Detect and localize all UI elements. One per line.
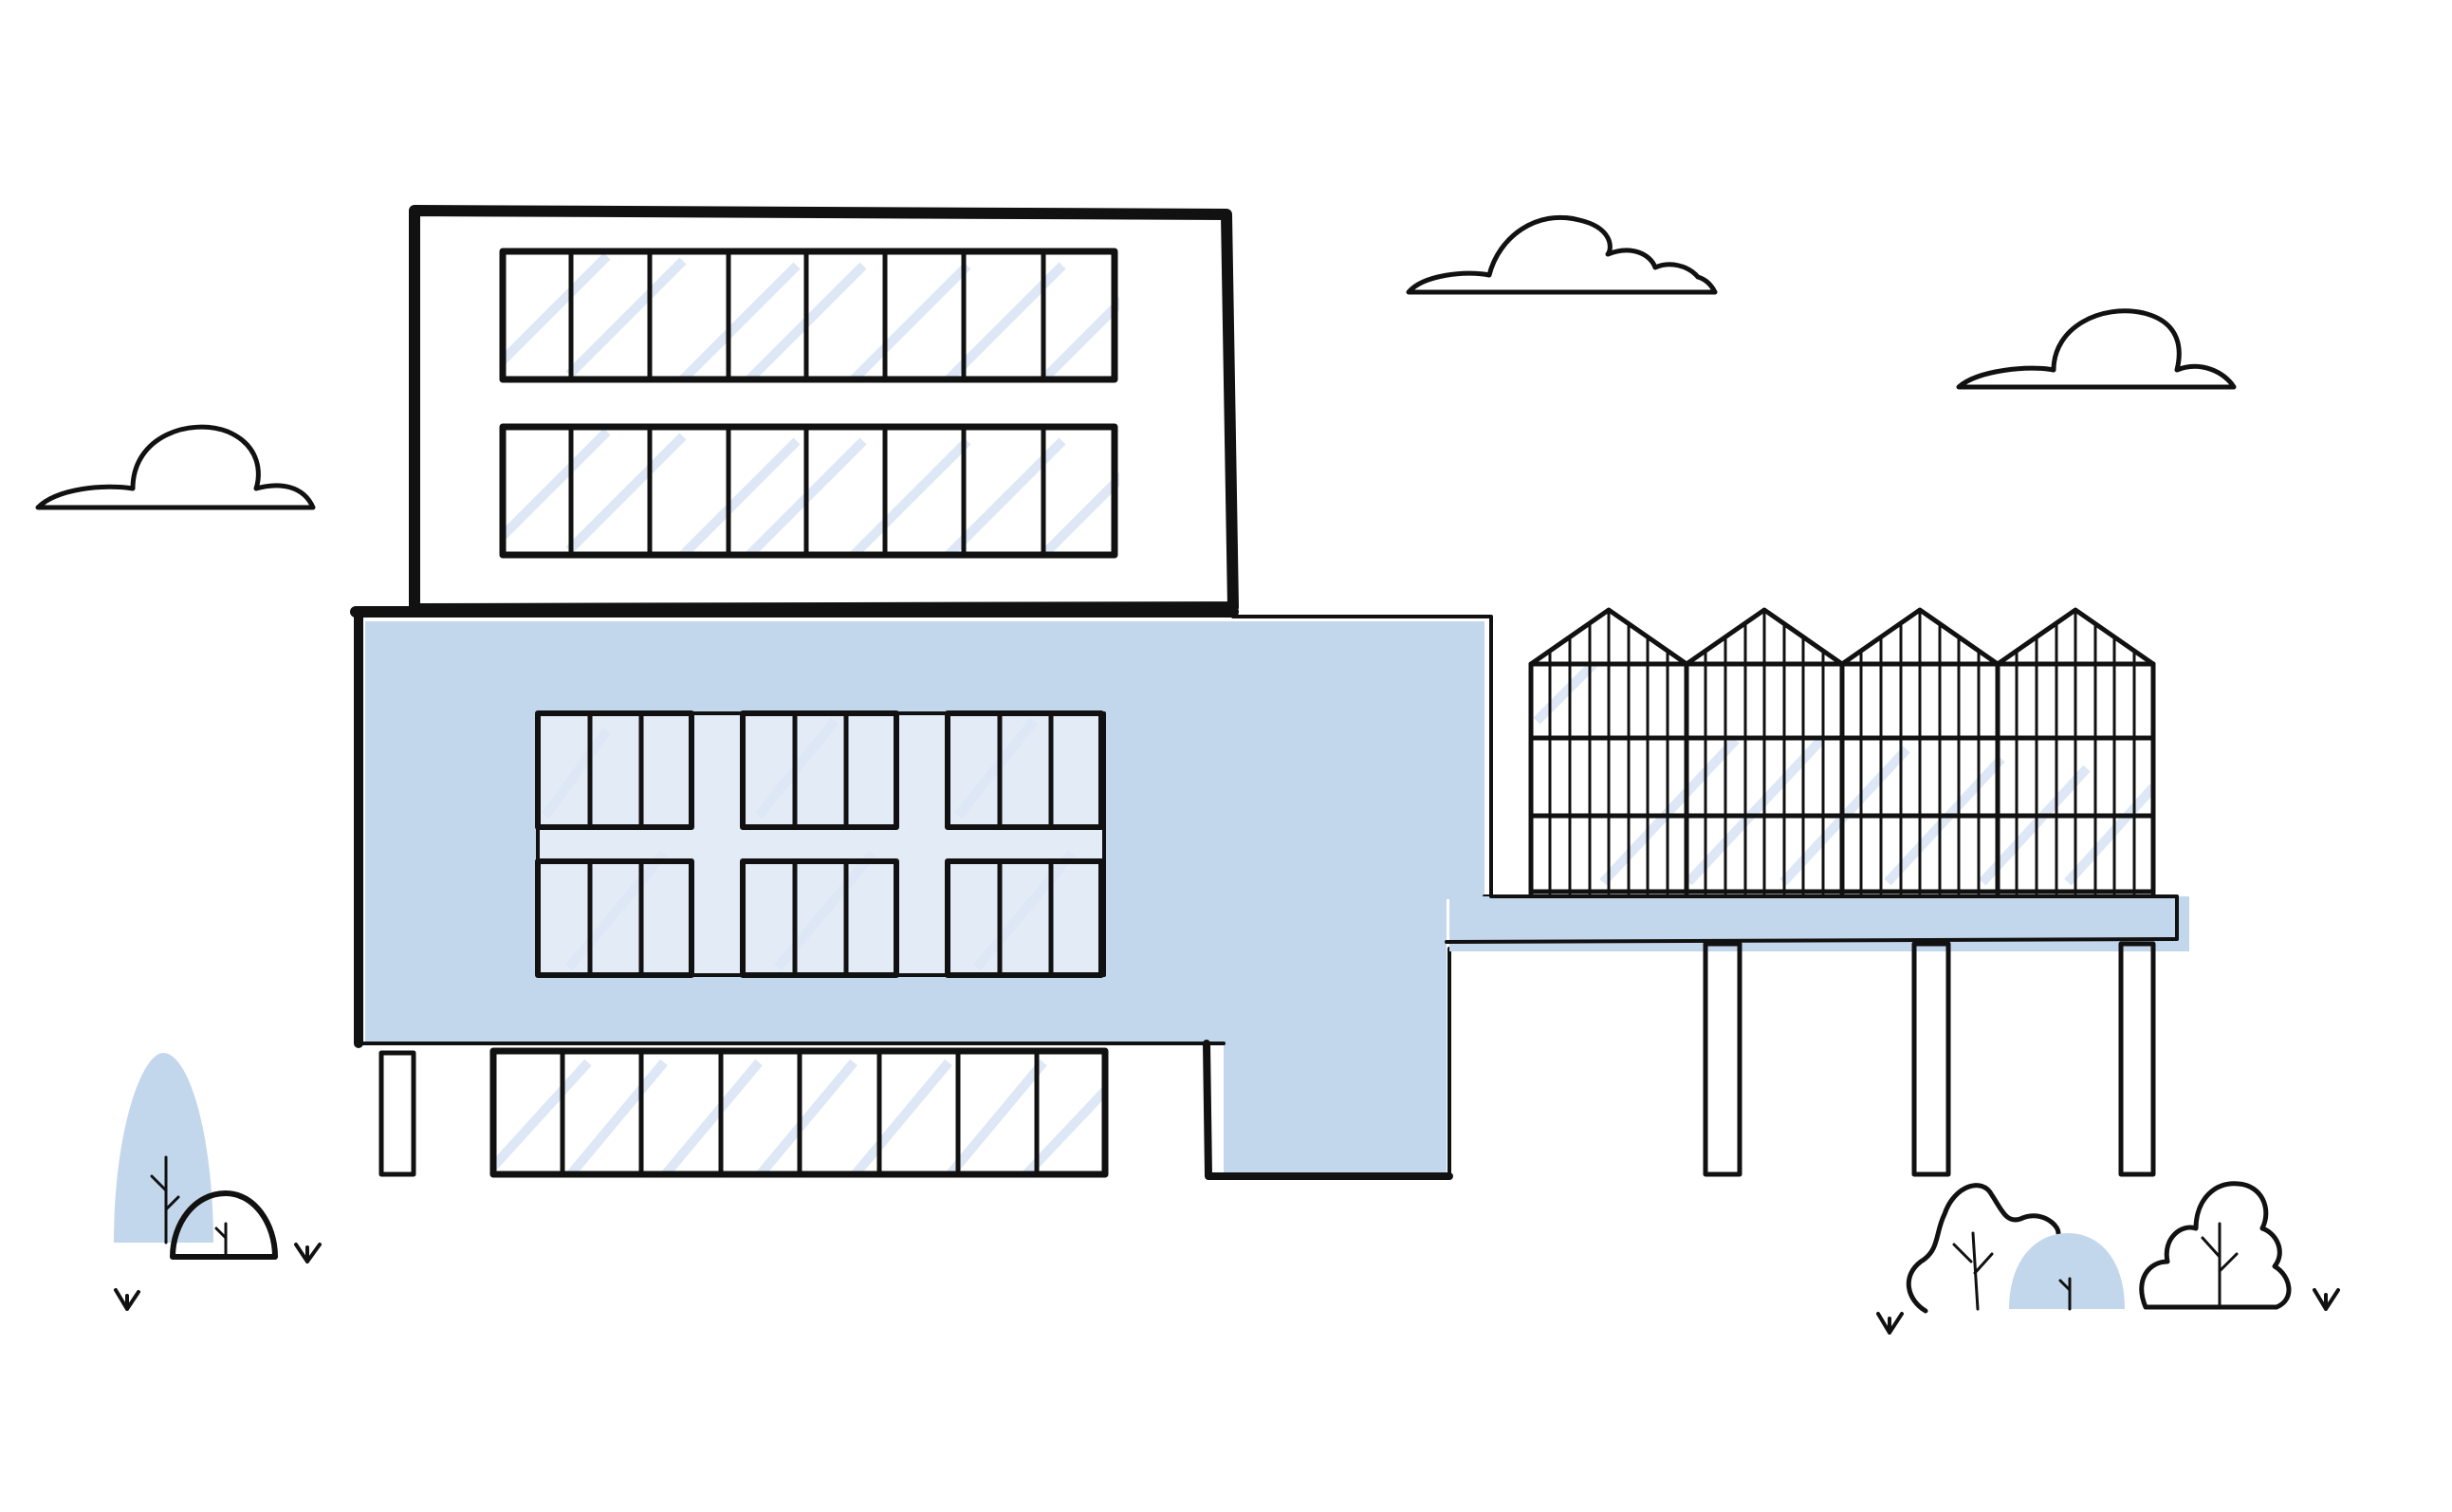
tree-right-curly	[1906, 1183, 2061, 1314]
cloud-top-center	[1406, 214, 1718, 295]
greenhouse-row	[1528, 607, 2156, 896]
ground-window-band	[489, 1047, 1109, 1178]
cloud-right	[1956, 308, 2237, 390]
cloud-left	[35, 424, 316, 510]
greenhouse-terrace	[1445, 607, 2189, 1177]
grass-tuft-1	[114, 1288, 140, 1311]
grass-tuft-3	[1876, 1312, 1904, 1335]
tree-left-tall	[114, 1053, 213, 1245]
building-lower-block	[350, 606, 1493, 1180]
shrub-left-small	[170, 1190, 278, 1260]
building-upper-block	[409, 205, 1239, 615]
terrace-pillars	[1703, 941, 2156, 1177]
grass-tuft-2	[294, 1243, 322, 1263]
shrub-right-blue	[2009, 1233, 2125, 1311]
tree-right-bushy	[2139, 1181, 2292, 1310]
grass-tuft-4	[2313, 1288, 2340, 1311]
upper-window-band-2	[499, 423, 1119, 559]
middle-window-grid	[535, 710, 1106, 978]
left-pillar	[378, 1050, 416, 1177]
upper-window-band-1	[499, 248, 1119, 383]
